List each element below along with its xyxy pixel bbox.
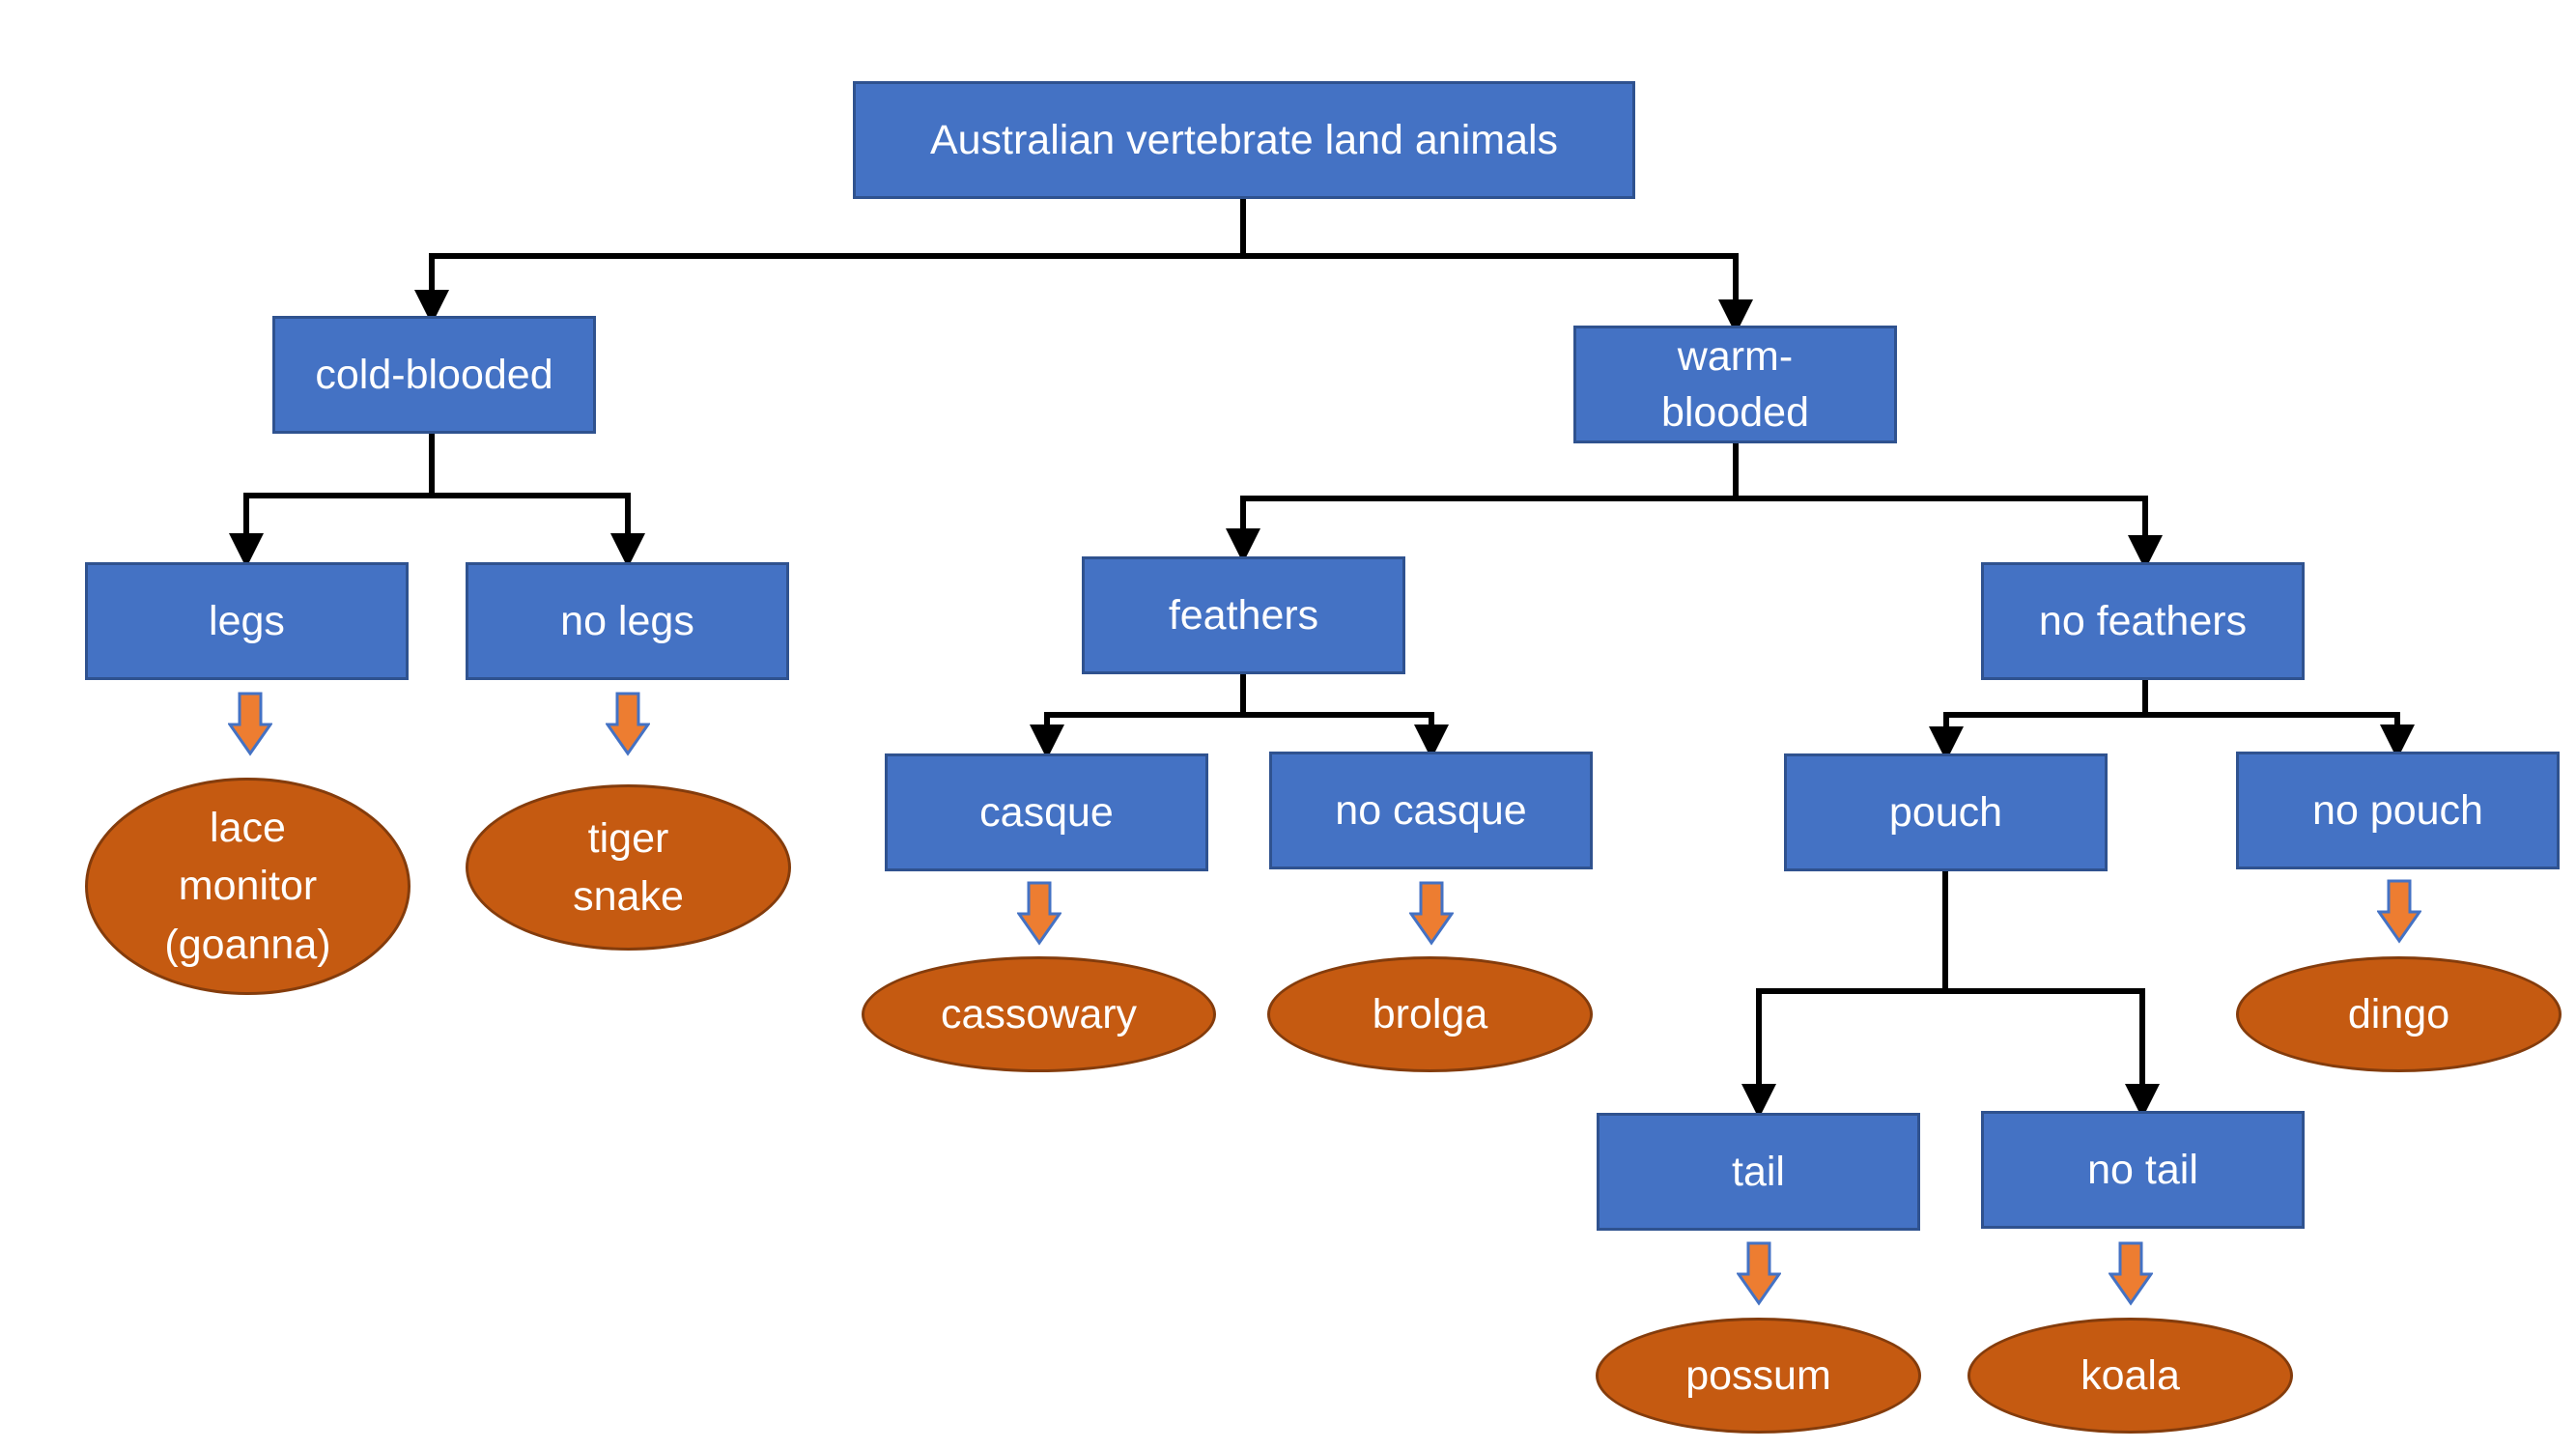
leaf-koala: koala: [1967, 1318, 2293, 1434]
no-tail-node: no tail: [1981, 1111, 2305, 1229]
connector-cold-to-legs: [229, 434, 435, 568]
feathers-node: feathers: [1082, 556, 1405, 674]
down-arrow-icon: [1409, 881, 1454, 946]
connector-pouch-to-tail: [1741, 869, 1948, 1119]
leaf-lace-monitor: lace monitor (goanna): [85, 778, 410, 995]
casque-node: casque: [885, 753, 1208, 871]
no-casque-node: no casque: [1269, 752, 1593, 869]
pouch-node: pouch: [1784, 753, 2108, 871]
down-arrow-icon: [2109, 1241, 2153, 1306]
leaf-possum: possum: [1596, 1318, 1921, 1434]
down-arrow-icon: [1017, 881, 1062, 946]
connector-root-to-cold: [414, 199, 1246, 325]
no-feathers-node: no feathers: [1981, 562, 2305, 680]
legs-node: legs: [85, 562, 409, 680]
connector-feathers-to-casque: [1030, 674, 1246, 759]
connector-nofeathers-to-nopouch: [2145, 712, 2415, 759]
connector-feathers-to-nocasque: [1243, 712, 1449, 759]
connector-root-to-warm: [1243, 253, 1753, 334]
down-arrow-icon: [2377, 879, 2421, 944]
tail-node: tail: [1597, 1113, 1920, 1231]
down-arrow-icon: [228, 692, 272, 756]
connector-cold-to-nolegs: [432, 493, 645, 568]
leaf-cassowary: cassowary: [862, 956, 1216, 1072]
leaf-brolga: brolga: [1267, 956, 1593, 1072]
down-arrow-icon: [1737, 1241, 1781, 1306]
no-pouch-node: no pouch: [2236, 752, 2560, 869]
leaf-tiger-snake: tiger snake: [466, 784, 791, 951]
down-arrow-icon: [606, 692, 650, 756]
connector-warm-to-nofeathers: [1736, 496, 2163, 570]
root-node: Australian vertebrate land animals: [853, 81, 1635, 199]
cold-blooded-node: cold-blooded: [272, 316, 596, 434]
connector-nofeathers-to-pouch: [1929, 678, 2148, 761]
connector-pouch-to-notail: [1945, 988, 2160, 1119]
no-legs-node: no legs: [466, 562, 789, 680]
leaf-dingo: dingo: [2236, 956, 2562, 1072]
warm-blooded-node: warm- blooded: [1573, 326, 1897, 443]
connector-warm-to-feathers: [1226, 443, 1739, 563]
